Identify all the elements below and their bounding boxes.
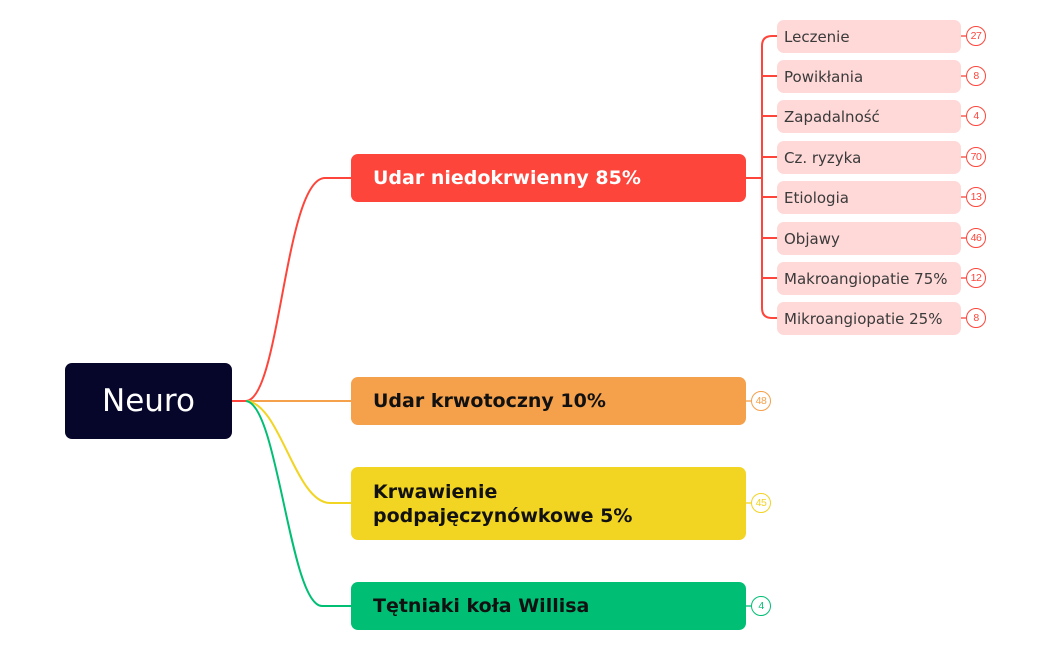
- count-badge[interactable]: 70: [966, 147, 986, 167]
- root-topic-neuro[interactable]: Neuro: [65, 363, 232, 439]
- subtopic-label: Mikroangiopatie 25%: [784, 309, 943, 328]
- branch-label: Udar niedokrwienny 85%: [373, 167, 641, 189]
- connector-badge-ticks: [746, 35, 966, 607]
- subtopic-label: Powikłania: [784, 67, 864, 86]
- subtopic-leczenie[interactable]: Leczenie: [777, 20, 961, 53]
- branch-label: Krwawienie podpajęczynówkowe 5%: [373, 480, 633, 527]
- count-badge[interactable]: 45: [751, 493, 771, 513]
- branch-label: Udar krwotoczny 10%: [373, 390, 606, 412]
- count-badge[interactable]: 27: [966, 26, 986, 46]
- branch-udar-krwotoczny[interactable]: Udar krwotoczny 10%: [351, 377, 746, 425]
- subtopic-powiklania[interactable]: Powikłania: [777, 60, 961, 93]
- subtopic-etiologia[interactable]: Etiologia: [777, 181, 961, 214]
- subtopic-label: Zapadalność: [784, 107, 880, 126]
- count-badge[interactable]: 4: [751, 596, 771, 616]
- count-badge[interactable]: 46: [966, 228, 986, 248]
- count-badge[interactable]: 48: [751, 391, 771, 411]
- count-badge[interactable]: 13: [966, 187, 986, 207]
- subtopic-makroangiopatie[interactable]: Makroangiopatie 75%: [777, 262, 961, 295]
- subtopic-label: Etiologia: [784, 188, 849, 207]
- subtopic-zapadalnosc[interactable]: Zapadalność: [777, 100, 961, 133]
- count-badge[interactable]: 8: [966, 66, 986, 86]
- branch-tetniaki-kola-willisa[interactable]: Tętniaki koła Willisa: [351, 582, 746, 630]
- connector-root-branch-3: [245, 400, 351, 504]
- subtopic-cz-ryzyka[interactable]: Cz. ryzyka: [777, 141, 961, 174]
- count-badge[interactable]: 12: [966, 268, 986, 288]
- connector-branch-1-spine: [761, 35, 773, 319]
- subtopic-label: Cz. ryzyka: [784, 148, 862, 167]
- branch-label: Tętniaki koła Willisa: [373, 595, 590, 617]
- subtopic-objawy[interactable]: Objawy: [777, 222, 961, 255]
- subtopic-mikroangiopatie[interactable]: Mikroangiopatie 25%: [777, 302, 961, 335]
- connector-root-branch-1: [232, 177, 351, 402]
- subtopic-label: Objawy: [784, 229, 840, 248]
- connector-sub-ticks: [762, 35, 777, 319]
- branch-krwawienie-podpajeczynowkowe[interactable]: Krwawienie podpajęczynówkowe 5%: [351, 467, 746, 540]
- subtopic-label: Leczenie: [784, 27, 850, 46]
- branch-udar-niedokrwienny[interactable]: Udar niedokrwienny 85%: [351, 154, 746, 202]
- count-badge[interactable]: 4: [966, 106, 986, 126]
- root-topic-label: Neuro: [102, 383, 195, 419]
- connector-root-branch-4: [245, 400, 351, 607]
- count-badge[interactable]: 8: [966, 308, 986, 328]
- subtopic-label: Makroangiopatie 75%: [784, 269, 948, 288]
